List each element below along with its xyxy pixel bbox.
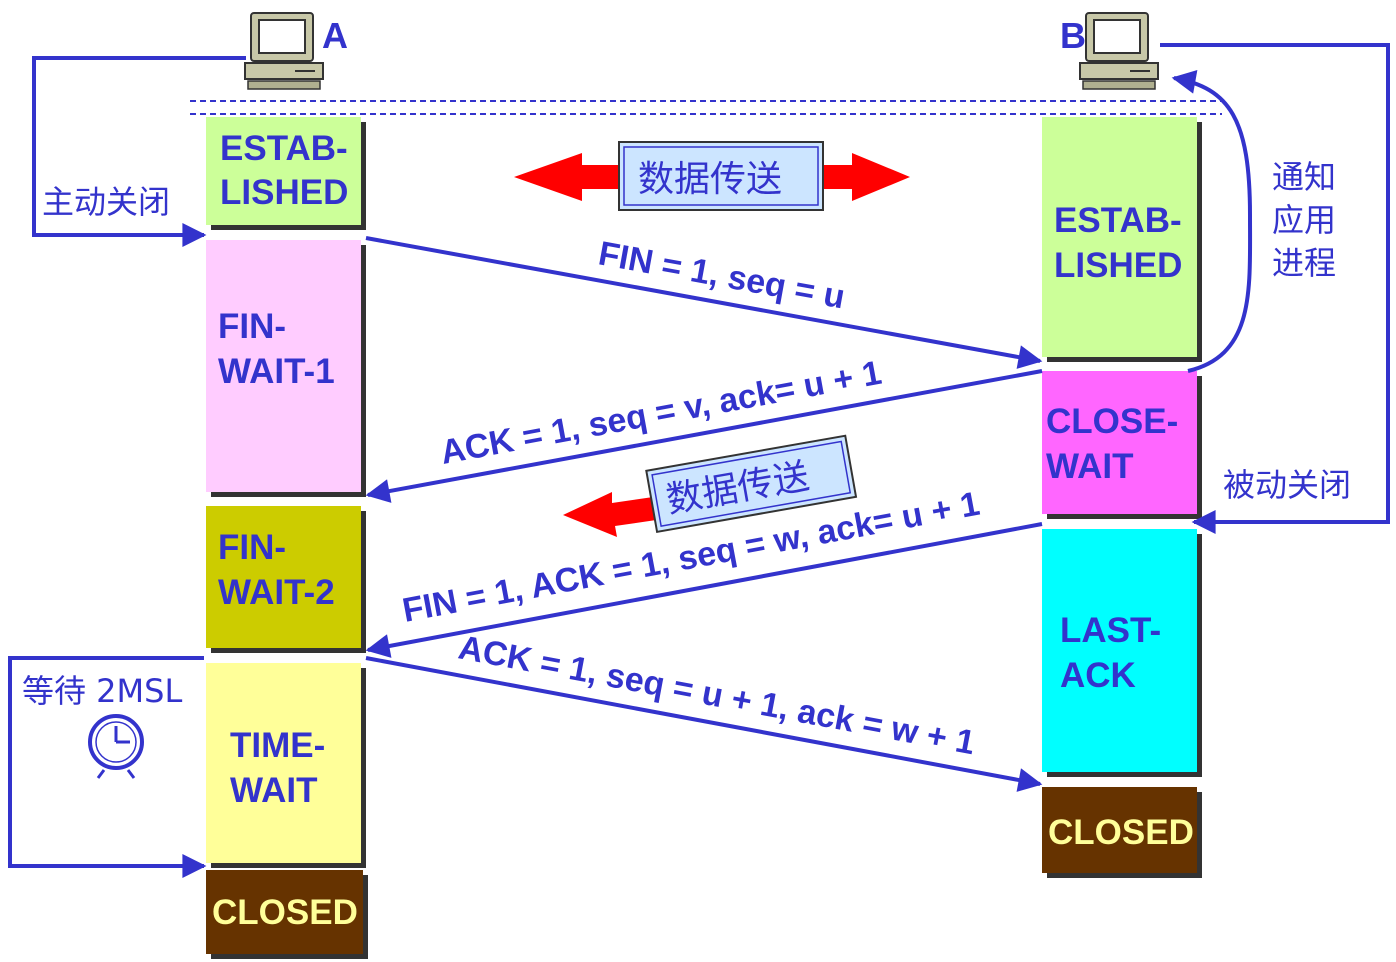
- state-line: CLOSE-: [1046, 402, 1178, 441]
- b-state-closed: CLOSED: [1042, 787, 1202, 878]
- fin2-arrow: [365, 522, 1043, 658]
- state-line: WAIT: [230, 771, 317, 810]
- ack2-arrow: [365, 656, 1043, 792]
- data-arrow-right: [815, 153, 910, 201]
- b-state-close-wait: CLOSE- WAIT: [1042, 371, 1202, 519]
- passive-close-label: 被动关闭: [1223, 466, 1351, 504]
- a-state-fin-wait-1: FIN- WAIT-1: [206, 240, 366, 497]
- active-close-connector: [32, 56, 246, 247]
- state-line: WAIT: [1046, 447, 1133, 486]
- data-transfer-mid: 数据传送: [563, 434, 858, 537]
- notify-app-connector: [1171, 69, 1253, 373]
- b-state-last-ack: LAST- ACK: [1042, 529, 1202, 777]
- host-a-computer-icon: [244, 12, 324, 90]
- a-state-fin-wait-2: FIN- WAIT-2: [206, 506, 366, 653]
- clock-icon: [88, 714, 144, 779]
- wait-2msl-connector: [8, 656, 207, 878]
- b-state-established: ESTAB- LISHED: [1042, 117, 1202, 362]
- host-b-label: B: [1060, 15, 1086, 56]
- state-line: FIN-: [218, 528, 286, 567]
- state-line: CLOSED: [212, 893, 358, 932]
- notify-app-label-1: 通知: [1272, 158, 1336, 196]
- state-line: LISHED: [220, 173, 348, 212]
- a-state-established: ESTAB- LISHED: [206, 117, 366, 230]
- state-line: ACK: [1060, 656, 1136, 695]
- active-close-label: 主动关闭: [42, 183, 170, 221]
- a-state-time-wait: TIME- WAIT: [206, 663, 366, 868]
- data-transfer-top: 数据传送: [514, 141, 910, 211]
- a-state-closed: CLOSED: [206, 870, 368, 959]
- data-transfer-label: 数据传送: [638, 159, 782, 200]
- passive-close-connector: [1160, 43, 1390, 534]
- data-arrow-left: [514, 153, 625, 201]
- state-line: TIME-: [230, 726, 325, 765]
- host-a-label: A: [322, 15, 348, 56]
- state-line: WAIT-1: [218, 352, 335, 391]
- state-line: WAIT-2: [218, 573, 335, 612]
- state-line: LISHED: [1054, 246, 1182, 285]
- data-arrow-left: [563, 492, 663, 537]
- state-line: ESTAB-: [1054, 201, 1182, 240]
- notify-app-label-2: 应用: [1272, 201, 1336, 239]
- notify-app-label-3: 进程: [1272, 244, 1336, 282]
- state-line: ESTAB-: [220, 129, 348, 168]
- state-line: LAST-: [1060, 611, 1161, 650]
- fin1-arrow: [365, 236, 1043, 369]
- host-b-computer-icon: [1079, 12, 1159, 90]
- ack2-label: ACK = 1, seq = u + 1, ack = w + 1: [456, 629, 978, 763]
- wait-2msl-label: 等待 2MSL: [22, 672, 182, 710]
- state-line: CLOSED: [1048, 813, 1194, 852]
- state-line: FIN-: [218, 307, 286, 346]
- ack1-arrow: [365, 369, 1043, 503]
